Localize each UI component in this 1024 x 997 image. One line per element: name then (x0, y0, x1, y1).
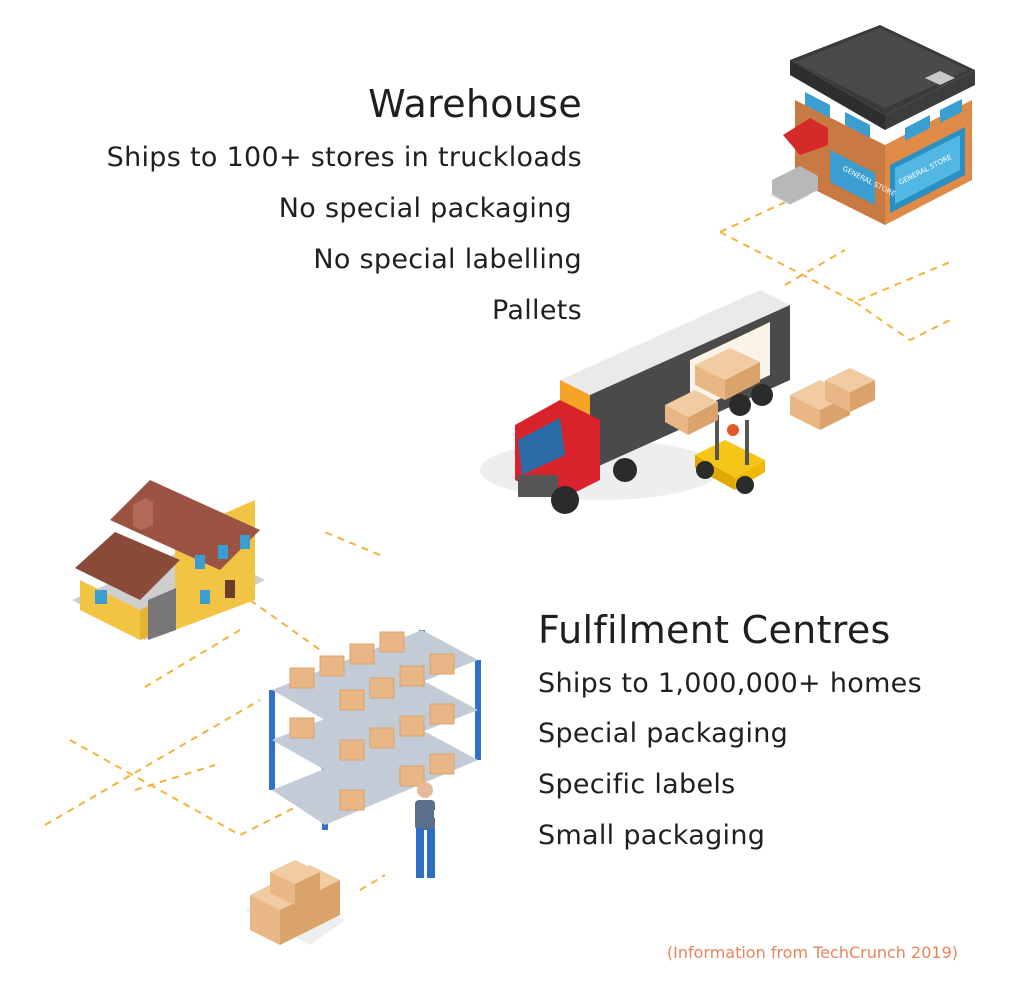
source-note: (Information from TechCrunch 2019) (666, 943, 958, 962)
boxes-illustration (245, 860, 345, 945)
warehouse-line-2: No special packaging (278, 193, 572, 224)
shelves-illustration (269, 630, 481, 830)
warehouse-line-4: Pallets (492, 295, 582, 326)
fulfilment-line-4: Small packaging (538, 820, 766, 851)
worker-illustration (415, 782, 448, 878)
truck-illustration (480, 290, 875, 514)
fulfilment-line-3: Specific labels (538, 769, 736, 800)
house-illustration (72, 480, 265, 640)
warehouse-line-1: Ships to 100+ stores in truckloads (106, 142, 582, 173)
fulfilment-title: Fulfilment Centres (538, 608, 891, 652)
fulfilment-line-2: Special packaging (538, 718, 789, 749)
warehouse-title: Warehouse (368, 82, 582, 126)
warehouse-line-3: No special labelling (313, 244, 582, 275)
fulfilment-line-1: Ships to 1,000,000+ homes (538, 668, 922, 699)
store-illustration: GENERAL STORE GENERAL STORE (770, 25, 975, 225)
